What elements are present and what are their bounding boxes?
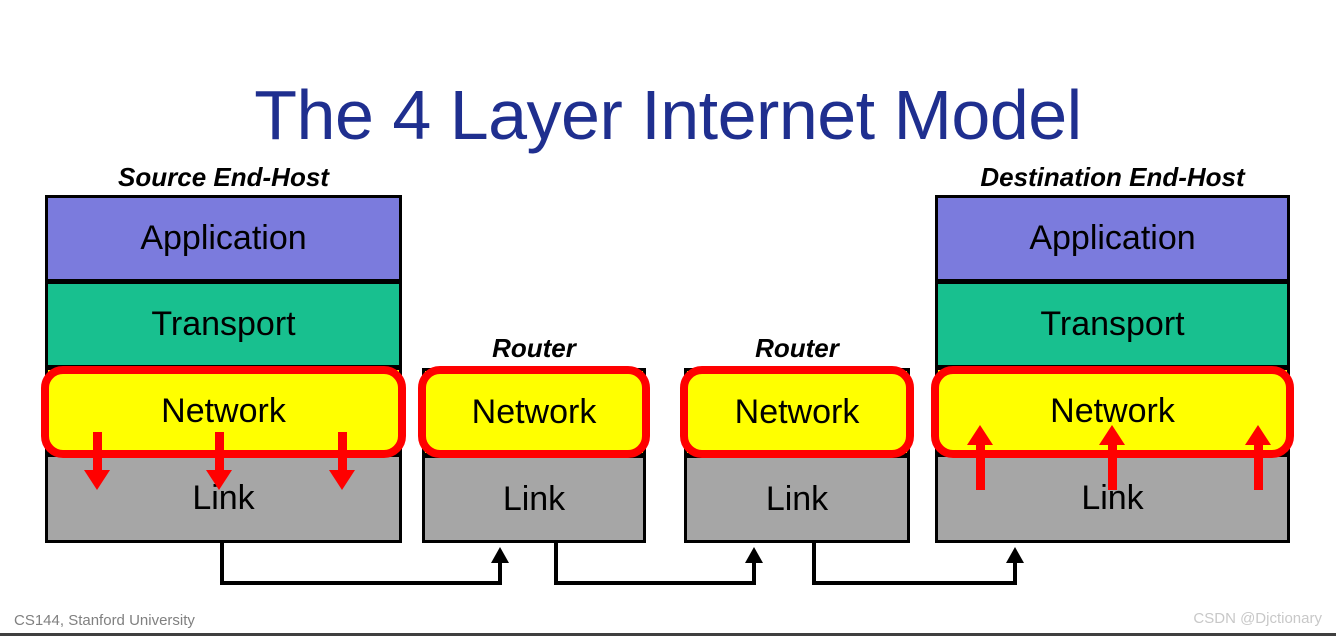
layer-network-router-1[interactable]: Network	[422, 368, 646, 456]
wire-2-vertical-down	[554, 543, 558, 585]
layer-application-source[interactable]: Application	[45, 195, 402, 282]
arrow-up-destination-2	[1099, 425, 1125, 490]
wire-1-vertical-down	[220, 543, 224, 585]
caption-router-1: Router	[492, 333, 576, 363]
arrow-up-destination-1	[967, 425, 993, 490]
wire-2-horizontal	[554, 581, 756, 585]
wire-1-arrow-head	[491, 547, 509, 563]
arrow-down-source-3	[329, 432, 355, 490]
layer-application-destination[interactable]: Application	[935, 195, 1290, 282]
wire-2-arrow-head	[745, 547, 763, 563]
stack-destination-end-host: Application Transport Network Link	[935, 195, 1290, 543]
layer-link-source[interactable]: Link	[45, 454, 402, 543]
layer-link-router-2[interactable]: Link	[684, 455, 910, 543]
caption-router-2: Router	[755, 333, 839, 363]
caption-source-end-host: Source End-Host	[118, 162, 329, 192]
stack-router-2: Network Link	[684, 368, 910, 543]
stack-source-end-host: Application Transport Network Link	[45, 195, 402, 543]
wire-2-vertical-up	[752, 563, 756, 585]
bottom-rule	[0, 633, 1336, 636]
stack-router-1: Network Link	[422, 368, 646, 543]
arrow-down-source-1	[84, 432, 110, 490]
arrow-up-destination-3	[1245, 425, 1271, 490]
layer-network-source[interactable]: Network	[45, 367, 402, 455]
layer-link-router-1[interactable]: Link	[422, 455, 646, 543]
page-title: The 4 Layer Internet Model	[254, 76, 1082, 154]
layer-network-router-2[interactable]: Network	[684, 368, 910, 456]
arrow-down-source-2	[206, 432, 232, 490]
wire-3-arrow-head	[1006, 547, 1024, 563]
wire-1-vertical-up	[498, 563, 502, 585]
wire-3-vertical-down	[812, 543, 816, 585]
layer-transport-destination[interactable]: Transport	[935, 281, 1290, 368]
layer-transport-source[interactable]: Transport	[45, 281, 402, 368]
caption-destination-end-host: Destination End-Host	[980, 162, 1245, 192]
watermark-label: CSDN @Djctionary	[1193, 610, 1322, 627]
wire-3-horizontal	[812, 581, 1017, 585]
footer-course-label: CS144, Stanford University	[14, 612, 195, 629]
wire-3-vertical-up	[1013, 563, 1017, 585]
wire-1-horizontal	[220, 581, 502, 585]
